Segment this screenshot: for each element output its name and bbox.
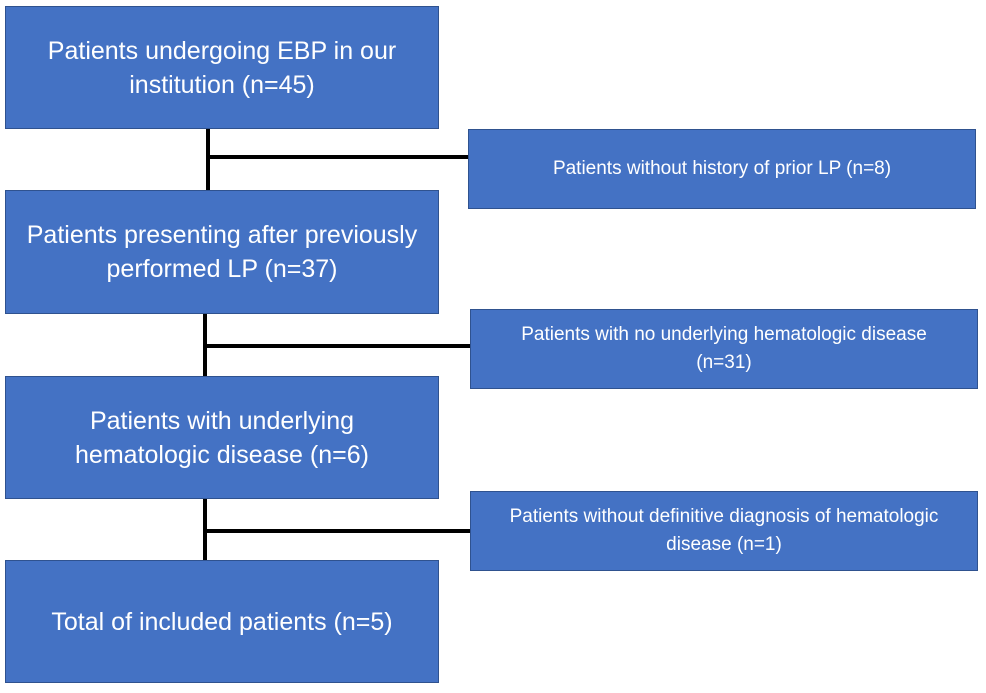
exclusion-box-no-hematologic: Patients with no underlying hematologic …: [470, 309, 978, 389]
connector-horizontal-2: [203, 344, 470, 348]
step-label: Total of included patients (n=5): [51, 607, 393, 636]
exclusion-label: Patients without definitive diagnosis of…: [509, 506, 939, 555]
step-label: Patients presenting after previously per…: [26, 221, 418, 283]
connector-horizontal-3: [203, 529, 470, 533]
exclusion-label: Patients with no underlying hematologic …: [521, 324, 938, 373]
step-box-included: Total of included patients (n=5): [5, 560, 439, 683]
step-label: Patients with underlying hematologic dis…: [75, 406, 369, 469]
connector-horizontal-1: [206, 155, 468, 159]
step-box-hematologic: Patients with underlying hematologic dis…: [5, 376, 439, 499]
step-box-prior-lp: Patients presenting after previously per…: [5, 190, 439, 314]
step-label: Patients undergoing EBP in our instituti…: [47, 36, 397, 99]
connector-vertical-1: [206, 128, 210, 190]
exclusion-box-no-definitive-diagnosis: Patients without definitive diagnosis of…: [470, 491, 978, 571]
exclusion-box-no-prior-lp: Patients without history of prior LP (n=…: [468, 129, 976, 209]
exclusion-label: Patients without history of prior LP (n=…: [552, 158, 892, 179]
step-box-enrolled: Patients undergoing EBP in our instituti…: [5, 6, 439, 129]
